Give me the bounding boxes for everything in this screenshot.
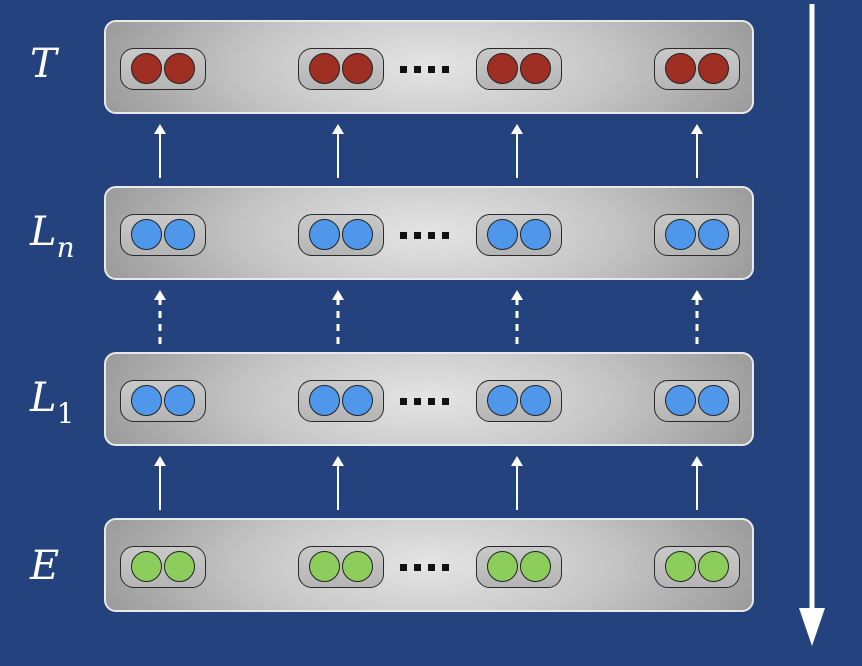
token-dot-1 (665, 53, 696, 84)
token-1 (120, 48, 206, 90)
connection-arrow-head (691, 456, 703, 466)
token-dot-2 (520, 385, 551, 416)
row-label-l1: L1 (30, 375, 74, 428)
token-dot-2 (342, 219, 373, 250)
layer-bar-ln (104, 186, 754, 280)
token-2 (298, 214, 384, 256)
token-dot-2 (164, 385, 195, 416)
layer-bar-l1 (104, 352, 754, 446)
token-3 (476, 214, 562, 256)
token-dot-1 (487, 385, 518, 416)
row-label-sub: 1 (56, 397, 75, 430)
token-1 (120, 214, 206, 256)
token-4 (654, 380, 740, 422)
ellipsis (400, 226, 456, 244)
token-dot-2 (520, 219, 551, 250)
connection-arrow-head (154, 290, 166, 300)
token-dot-2 (698, 53, 729, 84)
layer-bar-e (104, 518, 754, 612)
token-1 (120, 546, 206, 588)
token-dot-1 (665, 551, 696, 582)
row-label-main: L (30, 209, 57, 255)
token-dot-2 (164, 53, 195, 84)
token-4 (654, 48, 740, 90)
connection-arrow-head (511, 456, 523, 466)
token-dot-1 (131, 53, 162, 84)
connection-arrow-head (332, 290, 344, 300)
token-3 (476, 48, 562, 90)
token-dot-2 (520, 551, 551, 582)
token-3 (476, 546, 562, 588)
token-dot-1 (487, 219, 518, 250)
connection-arrow-head (332, 124, 344, 134)
token-dot-2 (520, 53, 551, 84)
token-dot-1 (131, 551, 162, 582)
token-dot-2 (342, 385, 373, 416)
token-dot-1 (309, 551, 340, 582)
row-label-main: E (30, 543, 60, 589)
token-dot-2 (164, 219, 195, 250)
token-dot-1 (131, 219, 162, 250)
token-1 (120, 380, 206, 422)
connection-arrow-head (332, 456, 344, 466)
token-2 (298, 48, 384, 90)
connection-arrow-head (691, 290, 703, 300)
token-dot-1 (309, 385, 340, 416)
ellipsis (400, 60, 456, 78)
token-dot-2 (698, 551, 729, 582)
token-2 (298, 546, 384, 588)
ellipsis (400, 392, 456, 410)
connection-arrow-head (511, 290, 523, 300)
connection-arrow-head (691, 124, 703, 134)
token-dot-2 (698, 385, 729, 416)
token-4 (654, 214, 740, 256)
connection-arrow-head (154, 124, 166, 134)
token-dot-2 (164, 551, 195, 582)
token-2 (298, 380, 384, 422)
row-label-t: T (30, 44, 57, 84)
token-dot-2 (698, 219, 729, 250)
token-dot-1 (487, 53, 518, 84)
token-dot-2 (342, 551, 373, 582)
token-dot-1 (309, 53, 340, 84)
connection-arrow-head (154, 456, 166, 466)
token-dot-1 (131, 385, 162, 416)
row-label-main: L (30, 375, 57, 421)
connection-arrow-head (511, 124, 523, 134)
flow-arrow-head (799, 608, 825, 646)
token-dot-1 (665, 219, 696, 250)
row-label-ln: Ln (30, 209, 75, 262)
token-3 (476, 380, 562, 422)
token-dot-1 (665, 385, 696, 416)
row-label-sub: n (56, 231, 75, 264)
flow-arrow (799, 4, 825, 646)
row-label-e: E (30, 546, 59, 586)
connections-group (154, 124, 703, 510)
token-4 (654, 546, 740, 588)
layer-bar-t (104, 20, 754, 114)
token-dot-1 (487, 551, 518, 582)
ellipsis (400, 558, 456, 576)
token-dot-2 (342, 53, 373, 84)
token-dot-1 (309, 219, 340, 250)
row-label-main: T (30, 41, 57, 87)
